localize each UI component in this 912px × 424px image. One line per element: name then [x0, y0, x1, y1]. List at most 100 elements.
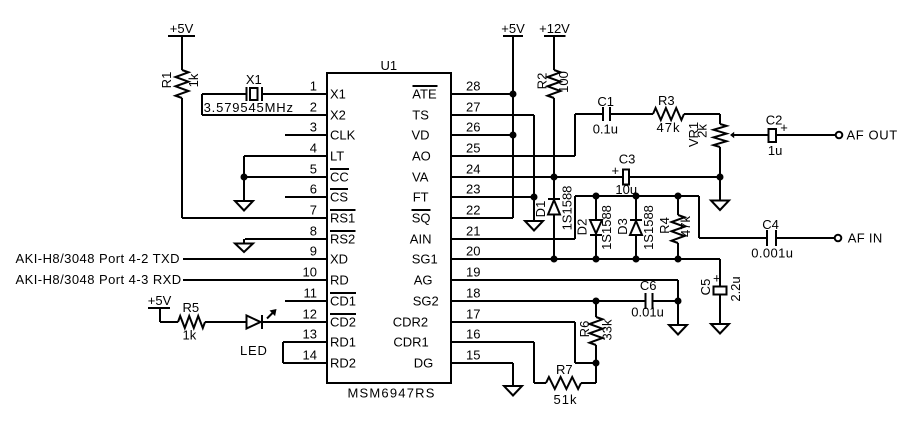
svg-text:AF OUT: AF OUT — [847, 128, 898, 143]
svg-text:0.01u: 0.01u — [631, 305, 664, 320]
svg-text:VD: VD — [412, 128, 430, 143]
svg-text:1k: 1k — [183, 328, 197, 343]
svg-text:C1: C1 — [597, 94, 614, 109]
svg-text:LT: LT — [330, 149, 344, 164]
svg-text:1u: 1u — [768, 143, 782, 158]
svg-text:2k: 2k — [695, 124, 710, 138]
svg-text:FT: FT — [413, 190, 429, 205]
svg-text:SG1: SG1 — [412, 252, 438, 267]
svg-text:47k: 47k — [678, 216, 693, 237]
svg-text:R7: R7 — [556, 362, 573, 377]
svg-text:C6: C6 — [640, 278, 657, 293]
svg-text:1: 1 — [310, 79, 317, 94]
svg-text:CS: CS — [330, 190, 348, 205]
svg-text:26: 26 — [466, 120, 480, 135]
svg-text:D2: D2 — [575, 219, 590, 236]
svg-text:CLK: CLK — [330, 128, 356, 143]
svg-text:1S1588: 1S1588 — [599, 205, 614, 250]
svg-text:R1: R1 — [159, 72, 174, 89]
svg-text:D3: D3 — [615, 218, 630, 235]
svg-text:X1: X1 — [330, 87, 346, 102]
svg-text:RD2: RD2 — [330, 356, 356, 371]
svg-text:CC: CC — [330, 170, 349, 185]
svg-text:14: 14 — [303, 348, 317, 363]
svg-text:+: + — [713, 271, 721, 286]
svg-text:21: 21 — [466, 224, 480, 239]
svg-text:3: 3 — [310, 120, 317, 135]
svg-text:5: 5 — [310, 162, 317, 177]
svg-text:AIN: AIN — [410, 232, 432, 247]
svg-text:C5: C5 — [698, 279, 713, 296]
svg-text:R6: R6 — [577, 321, 592, 338]
svg-text:R3: R3 — [658, 93, 675, 108]
svg-text:13: 13 — [303, 327, 317, 342]
svg-text:8: 8 — [310, 224, 317, 239]
svg-text:SQ: SQ — [412, 211, 431, 226]
svg-text:28: 28 — [466, 79, 480, 94]
svg-text:SG2: SG2 — [413, 294, 439, 309]
svg-text:AF IN: AF IN — [848, 231, 883, 246]
svg-text:AG: AG — [414, 273, 433, 288]
svg-text:RD1: RD1 — [330, 335, 356, 350]
svg-text:+5V: +5V — [501, 21, 525, 36]
svg-text:R5: R5 — [183, 300, 200, 315]
svg-text:47k: 47k — [657, 120, 681, 135]
svg-text:+5V: +5V — [170, 21, 194, 36]
svg-text:0.001u: 0.001u — [751, 246, 793, 261]
svg-text:LED: LED — [240, 343, 268, 358]
svg-text:33k: 33k — [600, 319, 615, 340]
svg-text:+5V: +5V — [148, 293, 172, 308]
svg-text:RS1: RS1 — [330, 211, 355, 226]
svg-text:+: + — [612, 163, 620, 178]
svg-text:100: 100 — [556, 71, 571, 93]
svg-text:D1: D1 — [533, 201, 548, 218]
svg-text:R4: R4 — [657, 217, 672, 234]
svg-text:4: 4 — [310, 141, 317, 156]
svg-text:C3: C3 — [619, 152, 636, 167]
svg-text:27: 27 — [466, 100, 480, 115]
svg-text:9: 9 — [310, 244, 317, 259]
svg-text:12: 12 — [303, 307, 317, 322]
svg-text:VR1: VR1 — [686, 122, 701, 147]
svg-text:2: 2 — [310, 100, 317, 115]
svg-text:AKI-H8/3048 Port 4-3 RXD: AKI-H8/3048 Port 4-3 RXD — [16, 272, 182, 287]
svg-text:CD2: CD2 — [330, 315, 356, 330]
svg-text:U1: U1 — [381, 58, 398, 73]
svg-text:CDR1: CDR1 — [393, 335, 428, 350]
svg-text:+: + — [780, 120, 788, 135]
svg-text:AKI-H8/3048 Port 4-2 TXD: AKI-H8/3048 Port 4-2 TXD — [16, 251, 180, 266]
svg-text:C2: C2 — [766, 113, 783, 128]
svg-text:XD: XD — [330, 252, 348, 267]
svg-text:51k: 51k — [554, 392, 578, 407]
svg-text:TS: TS — [412, 108, 429, 123]
svg-text:DG: DG — [414, 356, 434, 371]
svg-text:1S1588: 1S1588 — [560, 186, 575, 231]
svg-text:0.1u: 0.1u — [593, 122, 618, 137]
svg-text:11: 11 — [304, 286, 318, 301]
svg-text:RD: RD — [330, 273, 349, 288]
svg-text:1k: 1k — [186, 73, 201, 87]
svg-text:3.579545MHz: 3.579545MHz — [204, 100, 294, 115]
svg-text:25: 25 — [466, 141, 480, 156]
svg-text:MSM6947RS: MSM6947RS — [348, 386, 436, 401]
svg-text:VA: VA — [412, 170, 429, 185]
svg-text:20: 20 — [466, 244, 480, 259]
svg-text:10: 10 — [303, 265, 317, 280]
svg-text:C4: C4 — [762, 217, 779, 232]
svg-text:2.2u: 2.2u — [728, 276, 743, 301]
svg-text:ATE: ATE — [412, 87, 437, 102]
svg-text:22: 22 — [466, 203, 480, 218]
svg-text:1S1588: 1S1588 — [641, 205, 656, 250]
svg-text:7: 7 — [310, 203, 317, 218]
svg-text:CDR2: CDR2 — [393, 315, 428, 330]
svg-text:6: 6 — [310, 182, 317, 197]
svg-text:RS2: RS2 — [330, 232, 355, 247]
svg-text:24: 24 — [466, 162, 480, 177]
svg-text:R2: R2 — [535, 73, 550, 90]
svg-text:23: 23 — [466, 182, 480, 197]
svg-text:19: 19 — [466, 265, 480, 280]
svg-text:+12V: +12V — [539, 21, 570, 36]
svg-text:15: 15 — [466, 348, 480, 363]
svg-text:18: 18 — [466, 286, 480, 301]
svg-text:X1: X1 — [246, 72, 262, 87]
